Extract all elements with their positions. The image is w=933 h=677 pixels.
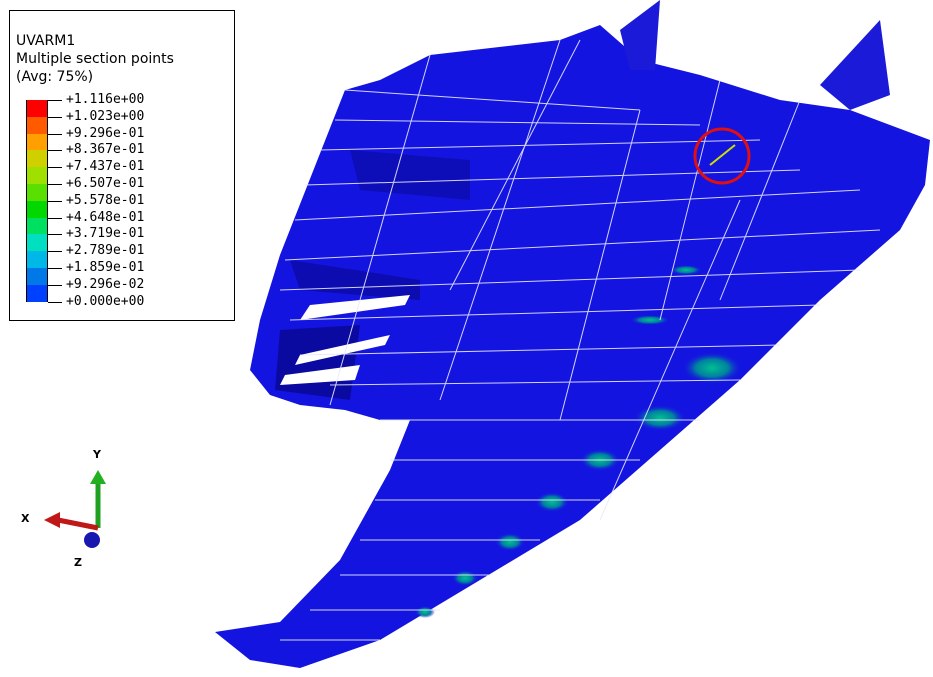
- y-axis-label: Y: [93, 448, 101, 461]
- legend-tick-label: +9.296e-01: [66, 125, 145, 141]
- legend-tick-mark: [48, 234, 62, 236]
- legend-tick-mark: [48, 268, 62, 269]
- legend-tick-mark: [48, 150, 62, 152]
- rib-shading: [350, 150, 470, 200]
- legend-tick-mark: [48, 167, 62, 169]
- highlight-circle: [693, 127, 751, 185]
- legend-swatch: [26, 217, 48, 235]
- stress-spot: [495, 533, 525, 551]
- legend-swatch: [26, 268, 48, 285]
- legend-section-points: Multiple section points: [16, 51, 174, 67]
- legend-tick-mark: [48, 284, 62, 286]
- legend-tick-label: +9.296e-02: [66, 276, 145, 292]
- legend-swatch: [26, 133, 48, 151]
- legend-tick-label: +3.719e-01: [66, 226, 145, 242]
- legend-tick-mark: [48, 200, 62, 202]
- legend-tick-label: +7.437e-01: [66, 159, 145, 175]
- stress-spot: [682, 352, 742, 384]
- legend-tick-mark: [48, 133, 62, 135]
- stress-spot: [670, 265, 702, 275]
- stress-spot: [535, 492, 569, 512]
- stress-spot: [634, 405, 686, 431]
- legend-swatch: [26, 251, 48, 268]
- legend-tick-mark: [48, 100, 62, 101]
- legend-swatch: [26, 200, 48, 218]
- legend-tick-label: +0.000e+00: [66, 293, 145, 309]
- legend-tick-mark: [48, 116, 62, 118]
- x-axis-label: X: [21, 512, 30, 525]
- legend-tick-label: +8.367e-01: [66, 142, 145, 158]
- legend-swatch: [26, 167, 48, 184]
- legend-tick-mark: [48, 217, 62, 219]
- legend-swatch: [26, 284, 48, 302]
- legend-tick-label: +1.023e+00: [66, 108, 145, 124]
- legend-tick-mark: [48, 184, 62, 185]
- stress-spot: [415, 606, 435, 618]
- rib-shading: [290, 260, 420, 300]
- legend-tick-label: +1.859e-01: [66, 260, 145, 275]
- cutout: [295, 335, 390, 365]
- legend-variable: UVARM1: [16, 33, 76, 49]
- cutout: [300, 295, 410, 320]
- rear-flange: [820, 20, 890, 110]
- legend-swatch: [26, 100, 48, 117]
- legend-tick-label: +6.507e-01: [66, 176, 145, 191]
- legend-tick-mark: [48, 251, 62, 253]
- legend-tick-label: +4.648e-01: [66, 209, 145, 225]
- z-axis-label: Z: [74, 556, 82, 569]
- stress-spot: [452, 570, 478, 586]
- legend-swatch: [26, 116, 48, 134]
- stress-spot: [630, 315, 670, 325]
- legend-swatch: [26, 150, 48, 168]
- legend-tick-label: +2.789e-01: [66, 243, 145, 259]
- coordinate-triad: [44, 470, 106, 548]
- hotspot-line: [709, 144, 736, 166]
- legend-tick-label: +1.116e+00: [66, 92, 145, 107]
- fea-mesh: [215, 0, 930, 668]
- legend-tick-mark: [48, 301, 62, 303]
- legend-swatch: [26, 184, 48, 201]
- contour-legend: UVARM1 Multiple section points (Avg: 75%…: [9, 10, 235, 321]
- rib-shading: [275, 325, 360, 400]
- legend-averaging: (Avg: 75%): [16, 69, 94, 85]
- rear-flange: [620, 0, 660, 70]
- legend-swatch: [26, 234, 48, 252]
- legend-tick-label: +5.578e-01: [66, 192, 145, 208]
